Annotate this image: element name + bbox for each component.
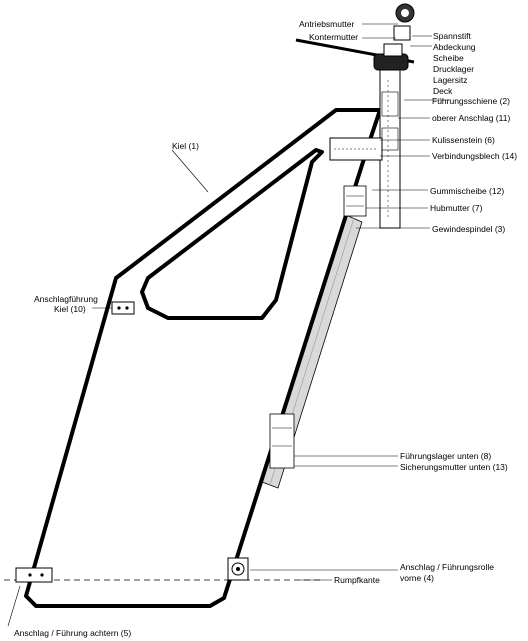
label-anschlag-vorne-2: vorne (4) (400, 573, 435, 583)
label-drucklager: Drucklager (433, 64, 475, 74)
label-verbindungsblech: Verbindungsblech (14) (432, 151, 518, 161)
label-antriebsmutter: Antriebsmutter (299, 19, 355, 29)
label-kontermutter: Kontermutter (309, 32, 359, 42)
label-anschlagfuehrung-1: Anschlagführung (34, 294, 98, 304)
keel-cutout (140, 148, 324, 320)
label-gewindespindel: Gewindespindel (3) (432, 224, 506, 234)
label-oberer-anschlag: oberer Anschlag (11) (432, 113, 511, 123)
lower-bearing (269, 413, 295, 469)
label-scheibe: Scheibe (433, 53, 464, 63)
label-hubmutter: Hubmutter (7) (430, 203, 483, 213)
lift-nut (343, 185, 367, 217)
label-gummischeibe: Gummischeibe (12) (430, 186, 505, 196)
keel-stop-guide (111, 301, 135, 315)
leader-lines (7, 23, 450, 627)
label-abdeckung: Abdeckung (433, 42, 476, 52)
label-deck: Deck (433, 86, 453, 96)
label-fuehrungslager: Führungslager unten (8) (400, 451, 492, 461)
label-spannstift: Spannstift (433, 31, 471, 41)
thrust-bearing (383, 43, 403, 57)
keel-outline (24, 108, 382, 608)
label-anschlag-achtern: Anschlag / Führung achtern (5) (14, 628, 132, 638)
label-kiel: Kiel (1) (172, 141, 199, 151)
aft-stop-block (15, 567, 53, 583)
label-rumpfkante: Rumpfkante (334, 575, 380, 585)
label-anschlagfuehrung-2: Kiel (10) (54, 304, 86, 314)
label-lagersitz: Lagersitz (433, 75, 468, 85)
label-kulissenstein: Kulissenstein (6) (432, 135, 495, 145)
label-fuehrungsschiene: Führungsschiene (2) (432, 96, 510, 106)
lock-nut (393, 25, 411, 41)
label-sicherungsmutter: Sicherungsmutter unten (13) (400, 462, 508, 472)
label-anschlag-vorne-1: Anschlag / Führungsrolle (400, 562, 495, 572)
